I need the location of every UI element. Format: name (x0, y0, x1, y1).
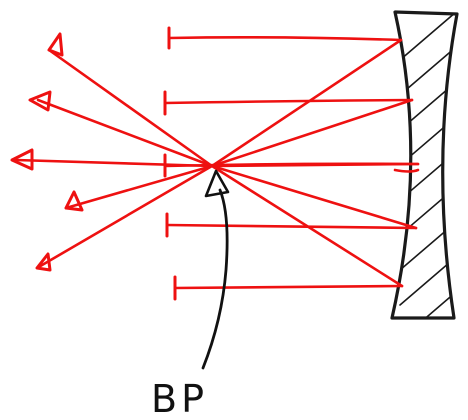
incoming-ray (165, 212, 418, 238)
concave-mirror (390, 10, 459, 320)
reflected-ray (47, 32, 404, 288)
mirror-hatching (399, 12, 457, 318)
incoming-ray (163, 90, 414, 116)
bp-label: BP (151, 377, 208, 420)
incoming-ray (167, 26, 403, 50)
reflected-rays (10, 32, 420, 288)
bp-pointer (201, 169, 230, 370)
pointer-line (201, 188, 229, 370)
incoming-ray (173, 275, 404, 301)
pointer-arrowhead (204, 169, 230, 198)
reflected-ray (35, 38, 403, 272)
reflected-ray (64, 98, 414, 212)
